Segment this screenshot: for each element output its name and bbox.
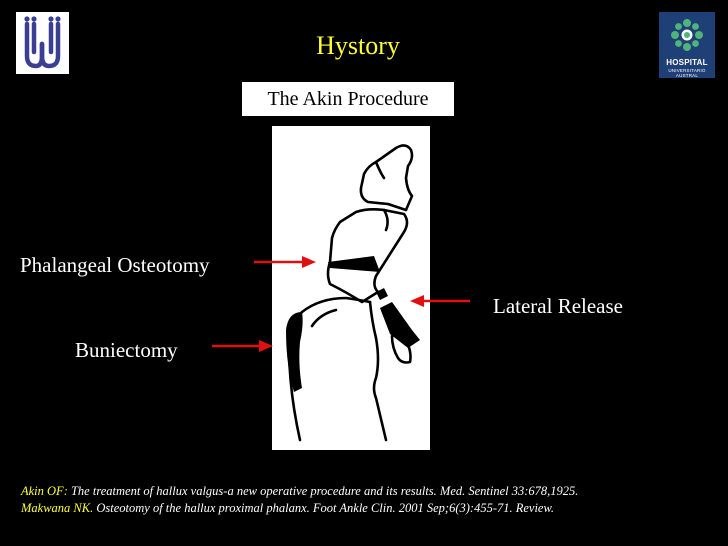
hospital-austral-logo-icon: HOSPITAL UNIVERSITARIO AUSTRAL <box>659 12 715 78</box>
buniectomy-label: Buniectomy <box>75 338 178 362</box>
lateral-release-label: Lateral Release <box>493 294 623 318</box>
reference-item: Akin OF: The treatment of hallux valgus-… <box>21 483 711 500</box>
hospital-logo-line2: UNIVERSITARIO AUSTRAL <box>668 68 706 78</box>
reference-author: Akin OF: <box>21 484 68 498</box>
akin-procedure-illustration <box>272 126 430 450</box>
reference-author: Makwana NK. <box>21 501 94 515</box>
reference-text: The treatment of hallux valgus-a new ope… <box>67 484 579 498</box>
university-logo-icon <box>16 12 69 74</box>
hospital-logo-line1: HOSPITAL <box>666 58 708 67</box>
reference-item: Makwana NK. Osteotomy of the hallux prox… <box>21 500 711 517</box>
slide-title: Hystory <box>316 31 400 60</box>
references: Akin OF: The treatment of hallux valgus-… <box>21 483 711 517</box>
slide-subtitle: The Akin Procedure <box>242 82 454 116</box>
buniectomy-arrowhead-icon <box>259 340 273 352</box>
reference-text: Osteotomy of the hallux proximal phalanx… <box>93 501 555 515</box>
phalangeal-osteotomy-label: Phalangeal Osteotomy <box>20 253 210 277</box>
